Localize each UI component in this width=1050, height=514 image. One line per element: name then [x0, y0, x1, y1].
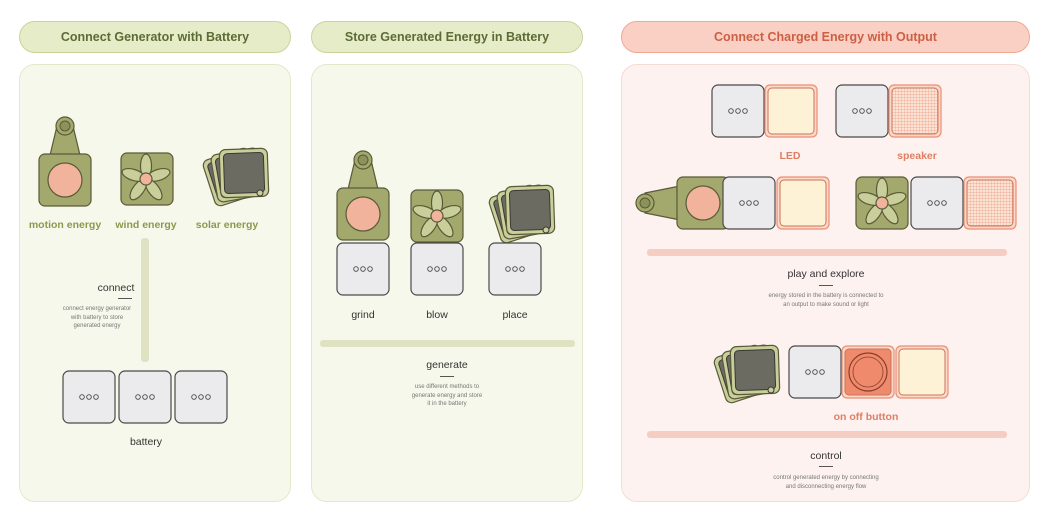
column-2-title-text: Store Generated Energy in Battery — [344, 30, 550, 44]
blow-battery — [410, 242, 464, 296]
column-2-title: Store Generated Energy in Battery — [311, 21, 583, 53]
explore-description: energy stored in the battery is connecte… — [768, 293, 884, 308]
column-3-title-text: Connect Charged Energy with Output — [714, 30, 937, 44]
blow-wind — [410, 189, 464, 243]
explore-heading: play and explore — [787, 268, 865, 280]
place-solar — [488, 184, 555, 244]
battery-1 — [62, 370, 116, 424]
label-on-off-button: on off button — [833, 411, 899, 423]
explore-rule — [819, 285, 833, 286]
column-1-title: Connect Generator with Battery — [19, 21, 291, 53]
connect-heading: connect — [97, 282, 135, 294]
speaker-battery — [835, 84, 889, 138]
generate-description: use different methods to generate energy… — [411, 384, 483, 407]
led-battery — [711, 84, 765, 138]
led-output — [764, 84, 818, 138]
label-blow: blow — [426, 309, 448, 321]
column-3-panel — [621, 64, 1030, 502]
motion-led-chain — [635, 176, 830, 230]
generate-heading: generate — [426, 359, 468, 371]
control-heading: control — [810, 450, 842, 462]
label-wind-energy: wind energy — [115, 219, 177, 231]
wind-speaker-chain — [855, 176, 1017, 230]
label-grind: grind — [351, 309, 375, 321]
generate-rule — [440, 376, 454, 377]
label-battery: battery — [129, 436, 163, 448]
connect-rule — [118, 298, 132, 299]
control-description: control generated energy by connecting a… — [773, 475, 879, 490]
connect-line — [141, 238, 149, 362]
on-off-button — [841, 345, 895, 399]
grind-motion — [336, 150, 390, 241]
column-3-title: Connect Charged Energy with Output — [621, 21, 1030, 53]
place-battery — [488, 242, 542, 296]
grind-battery — [336, 242, 390, 296]
control-rule — [819, 466, 833, 467]
explore-line — [647, 249, 1007, 256]
column-1-title-text: Connect Generator with Battery — [60, 30, 250, 44]
label-motion-energy: motion energy — [28, 219, 102, 231]
battery-3 — [174, 370, 228, 424]
button-chain — [713, 344, 949, 404]
speaker-output — [888, 84, 942, 138]
label-speaker: speaker — [897, 150, 937, 162]
solar-generator — [202, 147, 269, 207]
battery-2 — [118, 370, 172, 424]
control-line — [647, 431, 1007, 438]
connect-description: connect energy generator with battery to… — [62, 306, 132, 329]
generate-line — [320, 340, 575, 347]
label-led: LED — [779, 150, 801, 162]
label-place: place — [502, 309, 528, 321]
motion-generator — [38, 116, 92, 207]
label-solar-energy: solar energy — [195, 219, 259, 231]
wind-generator — [121, 152, 174, 206]
